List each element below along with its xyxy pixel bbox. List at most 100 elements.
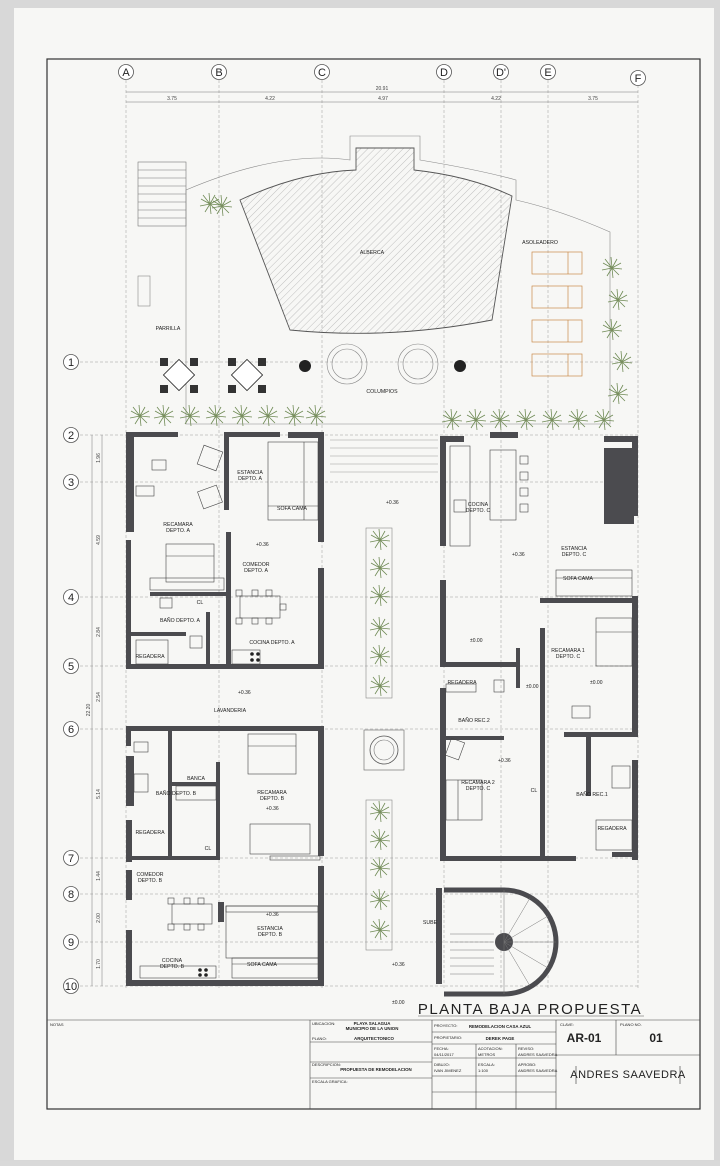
axis-label-9: 9 bbox=[68, 937, 74, 949]
axis-label-10: 10 bbox=[65, 981, 77, 993]
level-apt-a: +0.36 bbox=[256, 542, 269, 548]
apt-b-sofa-label: SOFA CAMA bbox=[247, 962, 278, 968]
dimension-e-f: 3.75 bbox=[588, 96, 598, 102]
dimension-lines-left bbox=[91, 435, 103, 986]
plan-value: ARQUITECTONICO bbox=[354, 1036, 395, 1041]
level-laundry: +0.36 bbox=[238, 690, 251, 696]
apt-c-sofa-label: SOFA CAMA bbox=[563, 576, 594, 582]
dimension-9-10: 1.70 bbox=[96, 959, 102, 969]
level-apt-c-bedroom1: ±0.00 bbox=[590, 680, 603, 686]
column-axis-bubbles bbox=[118, 64, 646, 86]
axis-label-6: 6 bbox=[68, 724, 74, 736]
units-label: ACOTACION: bbox=[478, 1046, 503, 1051]
apt-c-bath1-label: BAÑO REC.1 bbox=[576, 791, 608, 798]
apt-a-closet-label: CL bbox=[197, 600, 204, 606]
stove-burners bbox=[198, 652, 260, 977]
dimension-8-9: 2.00 bbox=[96, 913, 102, 923]
sheet-border bbox=[46, 58, 701, 1110]
axis-label-7: 7 bbox=[68, 853, 74, 865]
sunbed-loungers bbox=[531, 251, 583, 377]
level-apt-c-bath: ±0.00 bbox=[526, 684, 539, 690]
central-planters bbox=[363, 527, 405, 951]
graphic-scale-label: ESCALA GRAFICA: bbox=[312, 1079, 348, 1084]
outdoor-area: ALBERCA ASOLEADERO PARRILLA CO bbox=[129, 135, 633, 431]
dimension-6-7: 5.14 bbox=[96, 789, 102, 799]
grill-label: PARRILLA bbox=[156, 326, 181, 332]
apt-a-sofa-label: SOFA CAMA bbox=[277, 506, 308, 512]
overall-dimension: 20.91 bbox=[376, 86, 389, 92]
description-value: PROPUESTA DE REMODELACION bbox=[340, 1067, 411, 1072]
dimension-5-6: 2.54 bbox=[96, 692, 102, 702]
pool bbox=[239, 147, 513, 334]
outdoor-dining-set-1 bbox=[160, 358, 198, 393]
axis-label-c: C bbox=[318, 67, 326, 79]
furniture bbox=[133, 441, 633, 979]
project-value: REMODELACION CASA AZUL bbox=[469, 1024, 532, 1029]
swings-label: COLUMPIOS bbox=[366, 389, 398, 395]
drew-label: DIBUJO: bbox=[434, 1062, 450, 1067]
date-value: 04/11/2017 bbox=[434, 1052, 454, 1057]
pool-label: ALBERCA bbox=[360, 250, 385, 256]
level-corridor-north: +0.36 bbox=[386, 500, 399, 506]
level-apt-c-bedroom2: +0.36 bbox=[498, 758, 511, 764]
dimension-b-c: 4.22 bbox=[265, 96, 275, 102]
outdoor-dining-set-2 bbox=[228, 358, 266, 393]
dimension-a-b: 3.75 bbox=[167, 96, 177, 102]
dimension-7-8: 1.44 bbox=[96, 871, 102, 881]
scale-value: 1:100 bbox=[478, 1068, 489, 1073]
total-row-dimension: 22.20 bbox=[86, 704, 92, 717]
level-apt-b-living: +0.36 bbox=[266, 912, 279, 918]
dimension-lines-top bbox=[126, 91, 638, 103]
project-label: PROYECTO: bbox=[434, 1023, 458, 1028]
notes-label: NOTAS bbox=[50, 1022, 64, 1027]
owner-label: PROPIETARIO: bbox=[434, 1035, 462, 1040]
row-axis-bubbles bbox=[63, 354, 79, 994]
reviewed-label: REVISO: bbox=[518, 1046, 534, 1051]
level-apt-c-kitchen: +0.36 bbox=[512, 552, 525, 558]
apt-b-bench-label: BANCA bbox=[187, 776, 205, 782]
reviewed-value: ANDRES SAAVEDRA bbox=[518, 1052, 558, 1057]
stairs-up-label: SUBE bbox=[423, 920, 438, 926]
apt-c-shower-label: REGADERA bbox=[447, 680, 477, 686]
dimension-d-e: 4.22 bbox=[491, 96, 501, 102]
owner-value: DEREK PAGE bbox=[486, 1036, 515, 1041]
level-apt-c-hall: ±0.00 bbox=[470, 638, 483, 644]
column-post-left bbox=[299, 360, 311, 372]
level-corridor-south: +0.36 bbox=[392, 962, 405, 968]
spiral-stair bbox=[444, 887, 559, 997]
approved-label: APROBO: bbox=[518, 1062, 536, 1067]
entry-steps bbox=[330, 439, 438, 473]
axis-label-f: F bbox=[635, 73, 642, 85]
apt-b-closet-label: CL bbox=[205, 846, 212, 852]
level-entrance: ±0.00 bbox=[392, 1000, 405, 1006]
axis-label-e: E bbox=[544, 67, 551, 79]
drawing-title: PLANTA BAJA PROPUESTA bbox=[418, 1001, 642, 1018]
apt-a-bath-label: BAÑO DEPTO. A bbox=[160, 617, 201, 624]
dimension-3-4: 4.59 bbox=[96, 535, 102, 545]
apt-c-bath2-label: BAÑO REC.2 bbox=[458, 717, 490, 724]
axis-label-4: 4 bbox=[68, 592, 74, 604]
sheet-number-label: PLANO NO. bbox=[620, 1022, 642, 1027]
axis-label-8: 8 bbox=[68, 889, 74, 901]
description-label: DESCRIPCION: bbox=[312, 1062, 341, 1067]
scale-value-label: ESCALA: bbox=[478, 1062, 495, 1067]
dimension-4-5: 2.84 bbox=[96, 627, 102, 637]
axis-label-d-prime: D' bbox=[496, 67, 506, 79]
title-block bbox=[47, 1019, 700, 1109]
location-label: UBICACION: bbox=[312, 1021, 335, 1026]
level-marks: +0.36 +0.36 +0.36 +0.36 +0.36 +0.36 +0.3… bbox=[238, 500, 603, 1006]
axis-label-2: 2 bbox=[68, 430, 74, 442]
dimension-2-3: 1.96 bbox=[96, 453, 102, 463]
laundry-label: LAVANDERIA bbox=[214, 708, 247, 714]
axis-label-d: D bbox=[440, 67, 448, 79]
signature-name: ANDRES SAAVEDRA bbox=[570, 1069, 686, 1081]
